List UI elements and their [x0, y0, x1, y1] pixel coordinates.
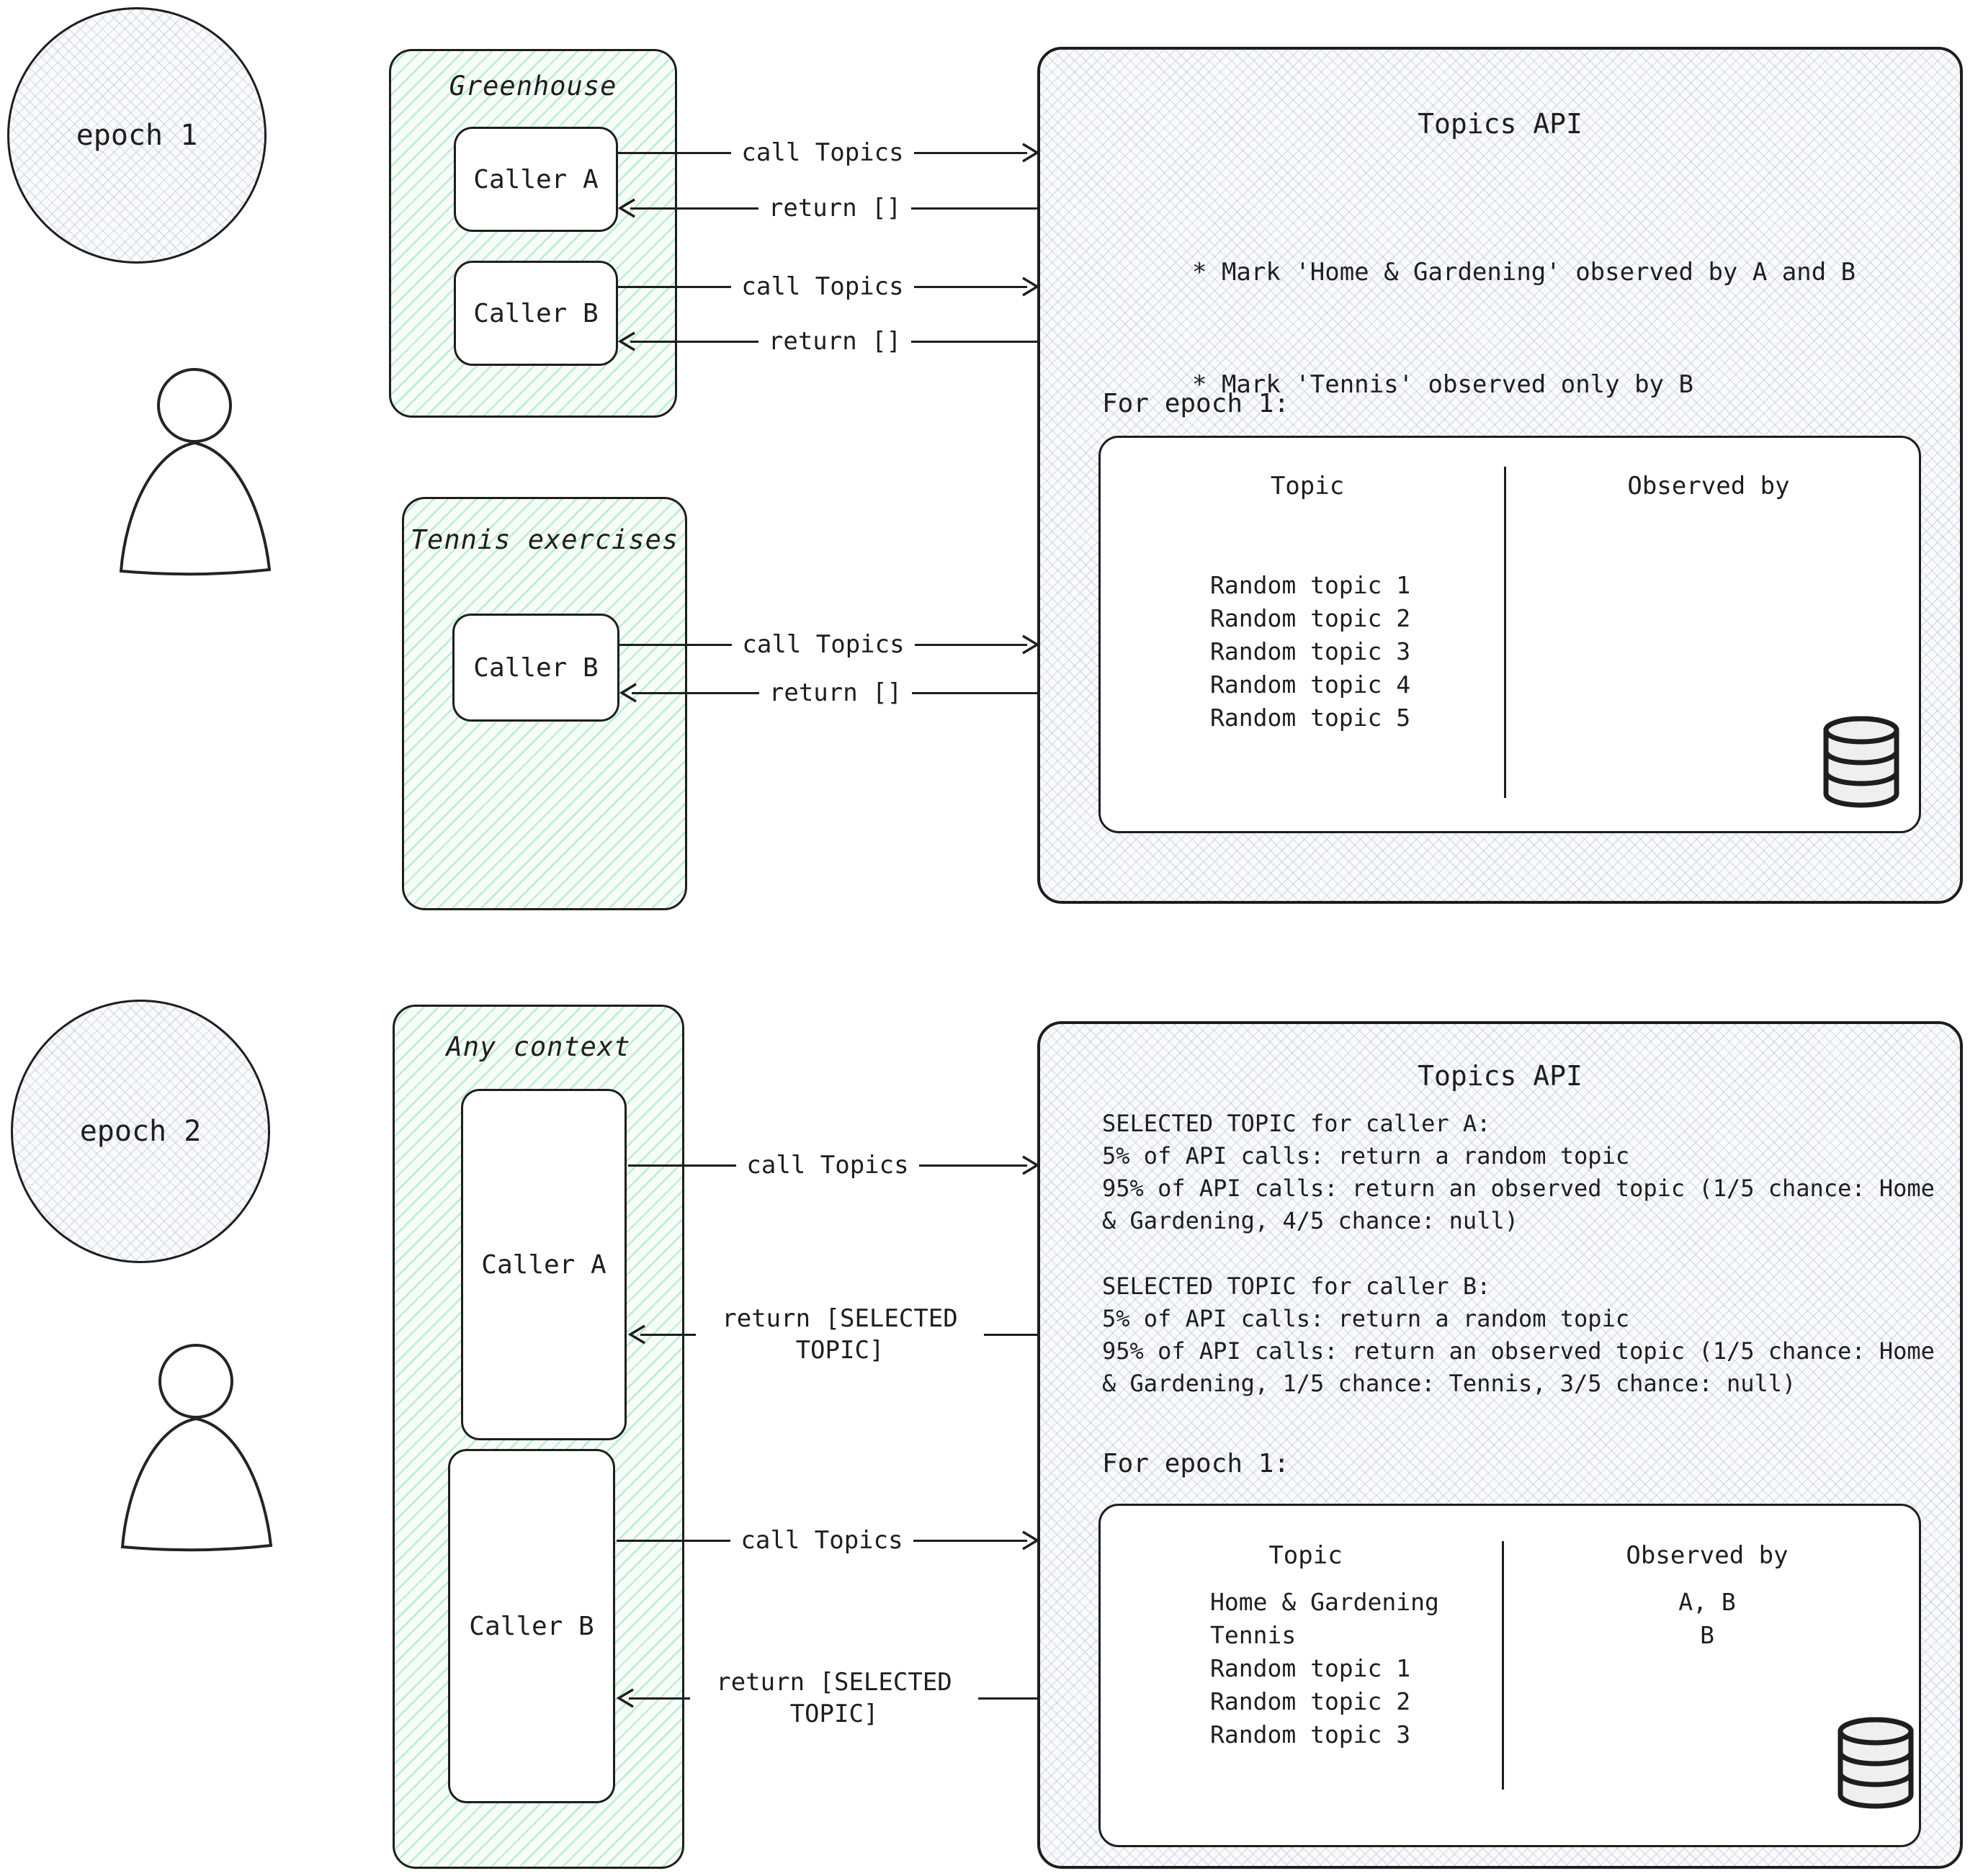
arrow-label: call Topics — [742, 630, 905, 659]
table-row: Random topic 1 — [1210, 1654, 1411, 1682]
person-icon — [119, 368, 272, 576]
table-row: Random topic 3 — [1210, 637, 1411, 665]
topic-list-epoch2: Home & Gardening Tennis Random topic 1 R… — [1210, 1586, 1439, 1751]
topics-api-title-epoch2: Topics API — [1418, 1060, 1583, 1092]
table-row: Random topic 3 — [1210, 1720, 1411, 1749]
tennis-caller-b-box: Caller B — [452, 614, 619, 722]
any-context-caller-b-label: Caller B — [469, 1611, 594, 1641]
table-cell: A, B — [1678, 1588, 1736, 1616]
selection-rules-caller-b: SELECTED TOPIC for caller B: 5% of API c… — [1102, 1270, 1959, 1400]
database-icon — [1823, 716, 1899, 808]
table-row: Random topic 2 — [1210, 1687, 1411, 1715]
greenhouse-caller-b-box: Caller B — [454, 261, 618, 366]
observed-list-epoch2: A, B B — [1505, 1586, 1909, 1751]
arrow-label: return [] — [769, 678, 903, 707]
epoch-2-label: epoch 2 — [79, 1115, 202, 1148]
greenhouse-caller-a-box: Caller A — [454, 127, 618, 232]
table-row: Home & Gardening — [1210, 1588, 1439, 1616]
observed-column-header-2: Observed by — [1626, 1541, 1789, 1570]
table-cell — [1507, 668, 1910, 701]
greenhouse-title: Greenhouse — [449, 71, 617, 102]
table-row: Random topic 2 — [1210, 604, 1411, 632]
arrow-tennis-call: call Topics — [619, 629, 1040, 660]
arrow-caller-b-return-epoch1: return [] — [617, 326, 1040, 357]
table-divider-2 — [1502, 1541, 1504, 1790]
arrow-label: return [] — [768, 194, 902, 223]
arrow-label: call Topics — [740, 1526, 903, 1555]
topic-list-epoch1: Random topic 1 Random topic 2 Random top… — [1210, 569, 1410, 735]
arrow-caller-b-call-epoch2: call Topics — [617, 1525, 1040, 1556]
observed-list-epoch1 — [1507, 569, 1910, 735]
arrow-label: call Topics — [746, 1151, 909, 1180]
table-divider-1 — [1504, 467, 1506, 798]
arrow-caller-a-call-epoch2: call Topics — [628, 1149, 1040, 1181]
any-context-caller-a-label: Caller A — [481, 1249, 606, 1280]
table-row: Random topic 1 — [1210, 571, 1411, 599]
table-row: Random topic 4 — [1210, 670, 1411, 699]
topics-api-title-epoch1: Topics API — [1418, 108, 1583, 140]
api-note-tennis: * Mark 'Tennis' observed only by B — [1192, 370, 1693, 399]
rule-line: 95% of API calls: return an observed top… — [1102, 1337, 1935, 1397]
for-epoch-1-caption-top: For epoch 1: — [1102, 389, 1290, 418]
rule-line: 5% of API calls: return a random topic — [1102, 1305, 1630, 1332]
arrow-caller-b-return-epoch2: return [SELECTED TOPIC] — [616, 1655, 1039, 1741]
epoch-1-label: epoch 1 — [76, 119, 198, 152]
greenhouse-context-box — [389, 49, 677, 418]
table-cell — [1507, 569, 1910, 602]
topics-table-epoch2 — [1098, 1504, 1921, 1847]
table-cell: B — [1700, 1621, 1714, 1649]
greenhouse-caller-a-label: Caller A — [473, 164, 599, 194]
topic-column-header-1: Topic — [1270, 472, 1345, 501]
api-note-home-gardening: * Mark 'Home & Gardening' observed by A … — [1192, 258, 1856, 287]
table-row: Tennis — [1210, 1621, 1297, 1649]
rule-heading: SELECTED TOPIC for caller B: — [1102, 1273, 1491, 1300]
greenhouse-caller-b-label: Caller B — [473, 298, 599, 328]
arrow-label: call Topics — [741, 138, 904, 167]
arrow-tennis-return: return [] — [619, 677, 1040, 709]
arrow-caller-a-return-epoch1: return [] — [617, 192, 1040, 224]
topic-column-header-2: Topic — [1268, 1541, 1343, 1570]
arrow-label: call Topics — [741, 272, 904, 301]
epoch-1-circle: epoch 1 — [7, 7, 267, 264]
arrow-label: return [SELECTED TOPIC] — [716, 1668, 952, 1728]
epoch-2-circle: epoch 2 — [11, 1000, 270, 1263]
table-cell — [1505, 1652, 1909, 1685]
rule-line: 5% of API calls: return a random topic — [1102, 1142, 1630, 1170]
selection-rules-caller-a: SELECTED TOPIC for caller A: 5% of API c… — [1102, 1108, 1959, 1237]
arrow-caller-b-call-epoch1: call Topics — [618, 271, 1040, 302]
for-epoch-1-caption-bottom: For epoch 1: — [1102, 1449, 1290, 1478]
database-icon — [1837, 1717, 1914, 1809]
rule-line: 95% of API calls: return an observed top… — [1102, 1175, 1935, 1234]
arrow-label: return [SELECTED TOPIC] — [722, 1304, 958, 1365]
rule-heading: SELECTED TOPIC for caller A: — [1102, 1110, 1491, 1137]
observed-column-header-1: Observed by — [1627, 472, 1790, 501]
arrow-caller-a-call-epoch1: call Topics — [618, 137, 1040, 169]
any-context-title: Any context — [446, 1031, 631, 1062]
table-cell — [1507, 602, 1910, 635]
any-context-caller-a-box: Caller A — [461, 1089, 627, 1440]
topics-table-epoch1 — [1098, 436, 1921, 833]
tennis-title: Tennis exercises — [410, 524, 679, 555]
any-context-caller-b-box: Caller B — [448, 1449, 615, 1803]
tennis-caller-b-label: Caller B — [473, 652, 599, 683]
table-row: Random topic 5 — [1210, 704, 1411, 732]
person-icon — [120, 1344, 273, 1552]
arrow-caller-a-return-epoch2: return [SELECTED TOPIC] — [627, 1291, 1039, 1378]
table-cell — [1507, 635, 1910, 668]
arrow-label: return [] — [768, 327, 902, 356]
api-notes: * Mark 'Home & Gardening' observed by A … — [1192, 179, 1856, 478]
